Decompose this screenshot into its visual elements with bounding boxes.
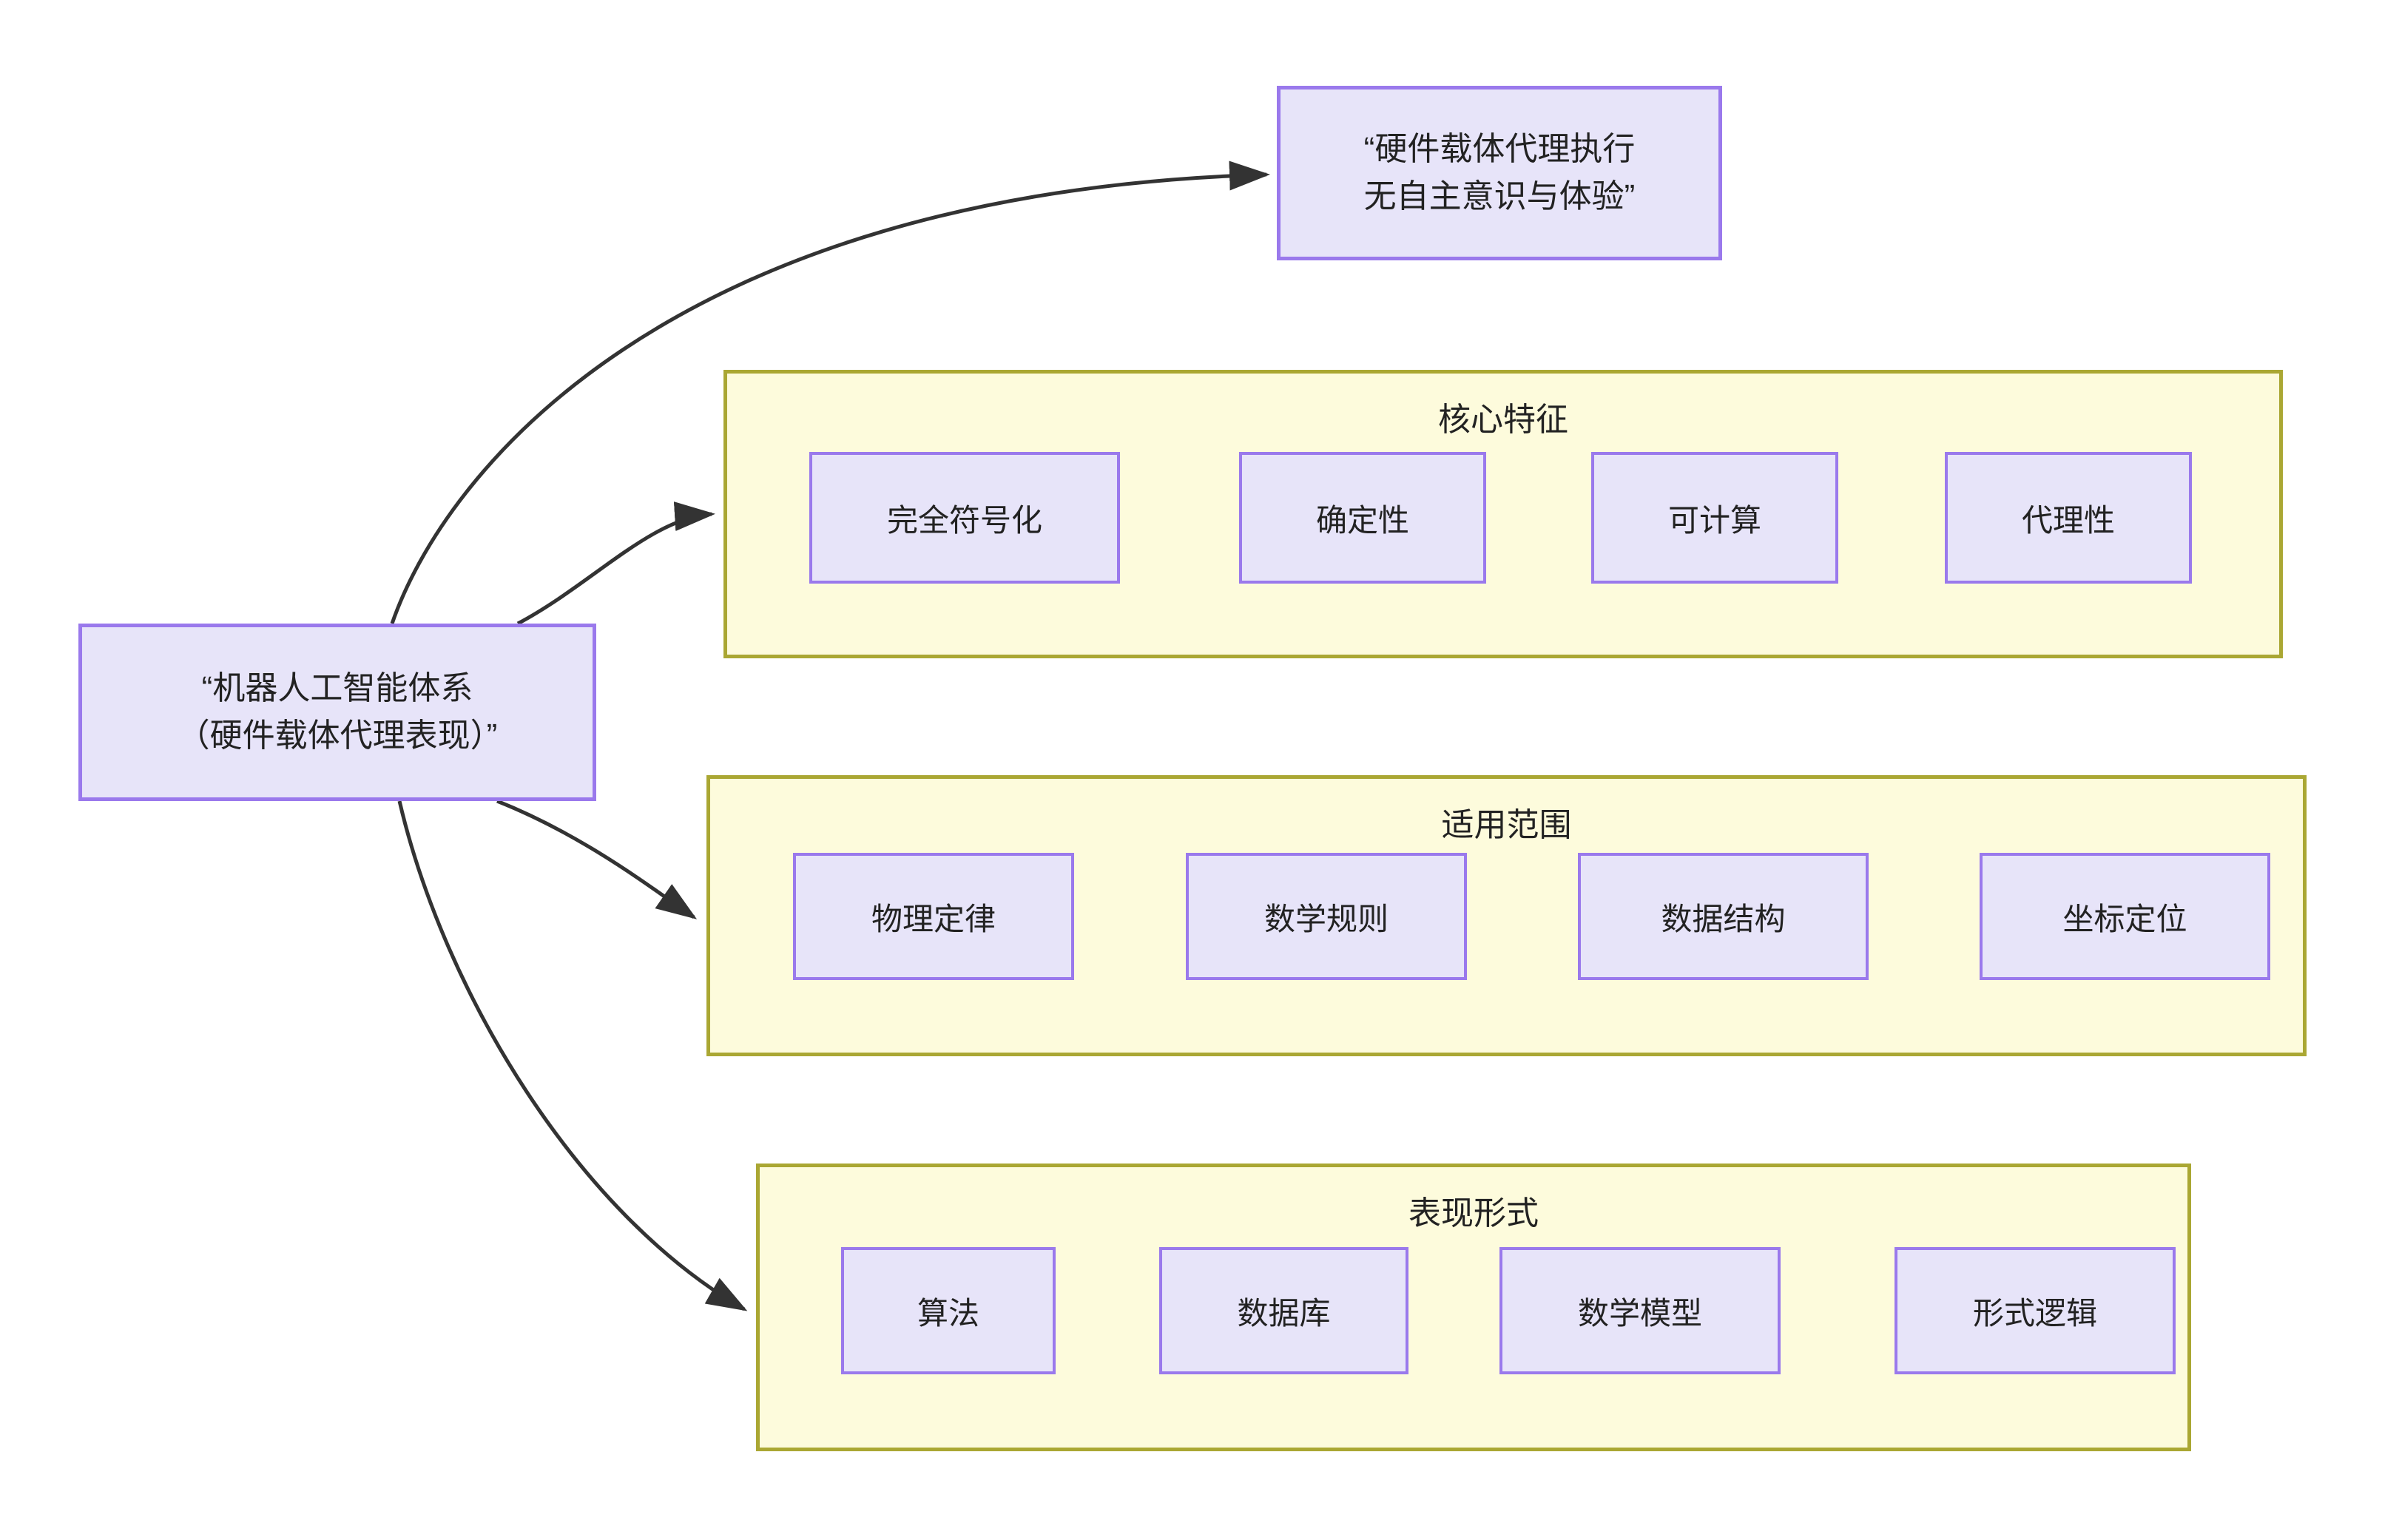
leaf-algorithm[interactable]: 算法 — [841, 1247, 1056, 1374]
group-core-features[interactable]: 核心特征 完全符号化 确定性 可计算 代理性 — [723, 370, 2283, 658]
edge-root-to-group-scope — [496, 799, 698, 919]
group-manifestation-forms[interactable]: 表现形式 算法 数据库 数学模型 形式逻辑 — [756, 1164, 2191, 1451]
leaf-data-structures[interactable]: 数据结构 — [1578, 853, 1869, 980]
leaf-formal-logic[interactable]: 形式逻辑 — [1895, 1247, 2176, 1374]
group-applicable-scope[interactable]: 适用范围 物理定律 数学规则 数据结构 坐标定位 — [706, 775, 2307, 1056]
group-core-features-title: 核心特征 — [1438, 402, 1568, 438]
leaf-math-model[interactable]: 数学模型 — [1499, 1247, 1781, 1374]
node-root-label: “机器人工智能体系 （硬件载体代理表现）” — [177, 670, 498, 754]
leaf-agency[interactable]: 代理性 — [1945, 452, 2192, 584]
group-applicable-scope-items: 物理定律 数学规则 数据结构 坐标定位 — [710, 779, 2303, 1053]
leaf-math-rules[interactable]: 数学规则 — [1186, 853, 1467, 980]
node-top-label: “硬件载体代理执行 无自主意识与体验” — [1363, 131, 1636, 215]
group-core-features-items: 完全符号化 确定性 可计算 代理性 — [727, 374, 2279, 655]
group-manifestation-forms-title: 表现形式 — [1408, 1195, 1539, 1232]
leaf-coordinate-positioning[interactable]: 坐标定位 — [1980, 853, 2270, 980]
leaf-fully-symbolic[interactable]: 完全符号化 — [809, 452, 1120, 584]
edge-root-to-group-forms — [397, 800, 748, 1311]
group-applicable-scope-title: 适用范围 — [1441, 807, 1572, 843]
leaf-database[interactable]: 数据库 — [1159, 1247, 1408, 1374]
edge-root-to-group-core-features — [516, 501, 715, 626]
group-manifestation-forms-items: 算法 数据库 数学模型 形式逻辑 — [760, 1167, 2187, 1448]
leaf-physical-laws[interactable]: 物理定律 — [793, 853, 1074, 980]
leaf-computable[interactable]: 可计算 — [1591, 452, 1838, 584]
node-hardware-agent-execution[interactable]: “硬件载体代理执行 无自主意识与体验” — [1277, 86, 1722, 260]
node-robot-ai-system-root[interactable]: “机器人工智能体系 （硬件载体代理表现）” — [78, 624, 596, 801]
leaf-determinism[interactable]: 确定性 — [1239, 452, 1486, 584]
